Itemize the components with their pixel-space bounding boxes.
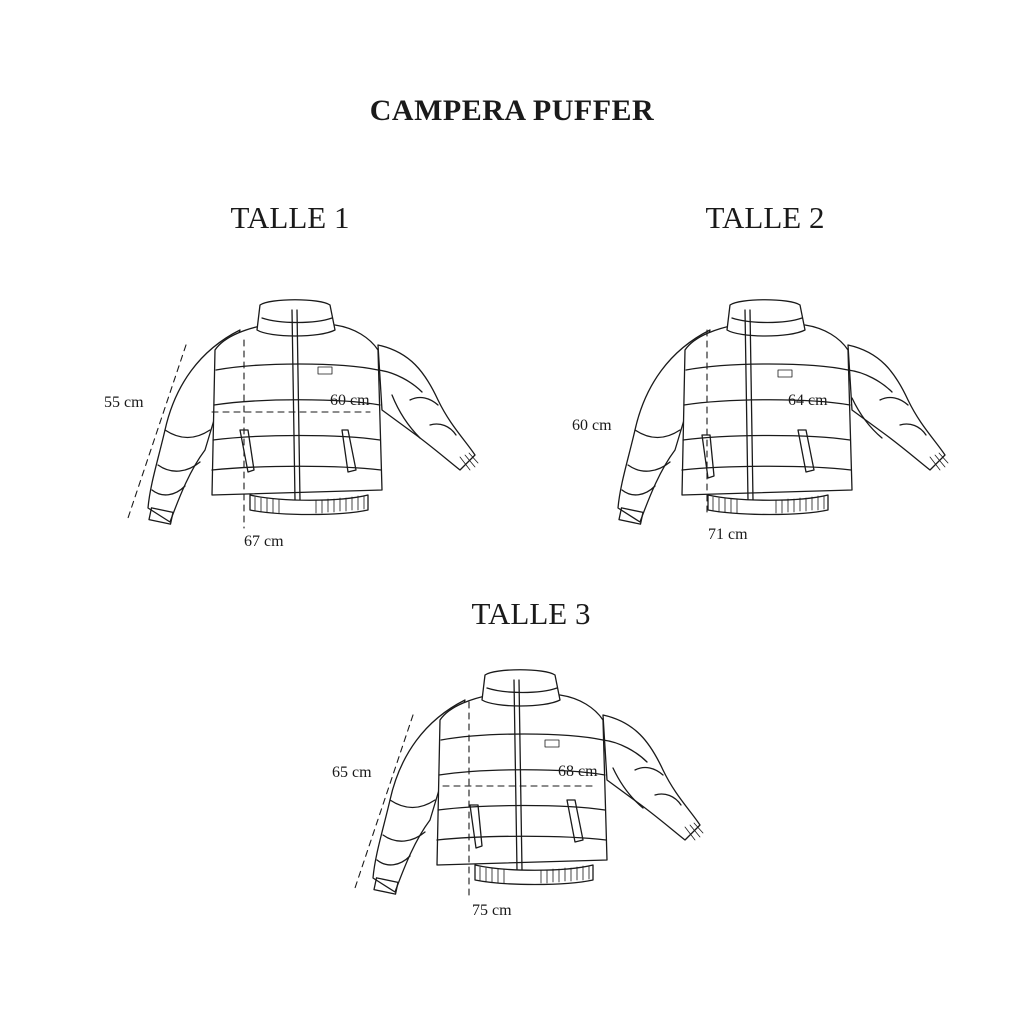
length-measure-talle-3: 75 cm: [472, 902, 512, 919]
jacket-drawing-talle-2: [617, 299, 949, 525]
length-measure-talle-1: 67 cm: [244, 533, 284, 550]
sleeve-measure-line: [354, 714, 414, 889]
size-label-talle-3: TALLE 3: [471, 596, 591, 631]
width-measure-talle-3: 68 cm: [558, 763, 598, 780]
jacket-outline: [372, 669, 704, 895]
size-label-talle-1: TALLE 1: [230, 200, 350, 235]
sleeve-measure-talle-1: 55 cm: [104, 394, 144, 411]
width-measure-talle-1: 60 cm: [330, 392, 370, 409]
page-title: CAMPERA PUFFER: [369, 94, 655, 127]
sleeve-measure-talle-3: 65 cm: [332, 764, 372, 781]
width-measure-talle-2: 64 cm: [788, 392, 828, 409]
length-measure-talle-2: 71 cm: [708, 526, 748, 543]
size-label-talle-2: TALLE 2: [705, 200, 825, 235]
jacket-drawing-talle-3: [354, 669, 704, 899]
sleeve-measure-talle-2: 60 cm: [572, 417, 612, 434]
jacket-drawing-talle-1: [127, 299, 479, 529]
jacket-outline: [147, 299, 479, 525]
sleeve-measure-line: [127, 344, 187, 519]
jacket-outline: [617, 299, 949, 525]
